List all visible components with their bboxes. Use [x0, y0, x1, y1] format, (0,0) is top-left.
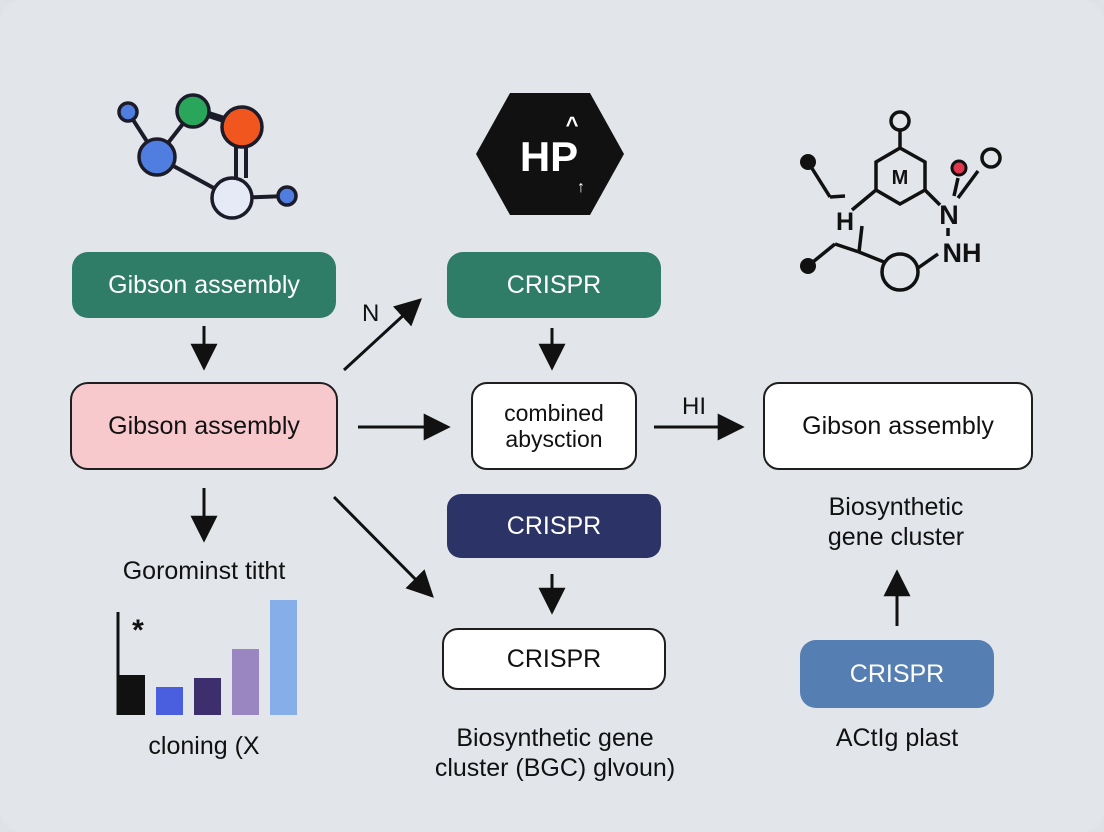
caption-bgc-line-2: cluster (BGC) glvoun) — [434, 754, 676, 782]
combined-line-2: abysction — [505, 426, 603, 452]
mini-chart-asterisk: * — [132, 614, 144, 647]
gibson-assembly-pink-node[interactable]: Gibson assembly — [70, 382, 338, 470]
caption-gorominst: Gorominst titht — [122, 557, 286, 585]
bond-dot-left — [800, 154, 816, 170]
gibson-assembly-right-node[interactable]: Gibson assembly — [763, 382, 1033, 470]
caption-bio-line-2: gene cluster — [827, 523, 965, 551]
crispr-navy-node[interactable]: CRISPR — [447, 494, 661, 558]
lower-ring — [880, 252, 920, 292]
hex-logo-sub: ↑ — [577, 179, 585, 196]
caption-bio-line-1: Biosynthetic — [828, 493, 964, 521]
mini-chart-bar-5 — [270, 600, 297, 715]
oxygen-ring — [980, 147, 1002, 169]
caption-bgc-line-1: Biosynthetic gene — [456, 724, 654, 752]
mini-chart-bar-3 — [194, 678, 221, 715]
caption-biosynthetic: Biosynthetic gene cluster — [786, 492, 1006, 552]
atom-small-left — [117, 101, 139, 123]
arrow-pink-to-crispr — [342, 298, 422, 372]
red-dot — [950, 159, 968, 177]
arrow-pink-to-crispr-white — [332, 495, 434, 598]
crispr-green-node[interactable]: CRISPR — [447, 252, 661, 318]
caption-bgc: Biosynthetic gene cluster (BGC) glvoun) — [410, 723, 700, 783]
atom-small-right — [276, 185, 298, 207]
mini-chart-bar-2 — [156, 687, 183, 715]
mini-chart-bar-1 — [118, 675, 145, 715]
chem-nh-label: NH — [943, 238, 982, 268]
edge-label-n: N — [362, 300, 380, 327]
atom-pale — [210, 176, 254, 220]
crispr-white-node[interactable]: CRISPR — [442, 628, 666, 690]
chem-m-label: M — [892, 167, 909, 189]
caption-cloning: cloning (X — [148, 732, 260, 760]
combined-node[interactable]: combined abysction — [471, 382, 637, 470]
chem-n-label: N — [939, 200, 959, 230]
edge-label-hi: HI — [682, 393, 706, 420]
hex-logo-text: HP — [520, 133, 578, 180]
caption-actig: ACtIg plast — [835, 724, 959, 752]
crispr-steel-node[interactable]: CRISPR — [800, 640, 994, 708]
gibson-assembly-green-node[interactable]: Gibson assembly — [72, 252, 336, 318]
atom-green — [175, 93, 211, 129]
bond-dot-bottom — [800, 258, 816, 274]
atom-orange — [220, 105, 264, 149]
mini-chart-bar-4 — [232, 649, 259, 715]
top-oxygen-ring — [889, 110, 911, 132]
combined-line-1: combined — [504, 399, 604, 426]
chem-h-label: H — [836, 208, 854, 236]
hex-logo-accent: ^ — [566, 112, 579, 137]
atom-blue — [137, 137, 177, 177]
